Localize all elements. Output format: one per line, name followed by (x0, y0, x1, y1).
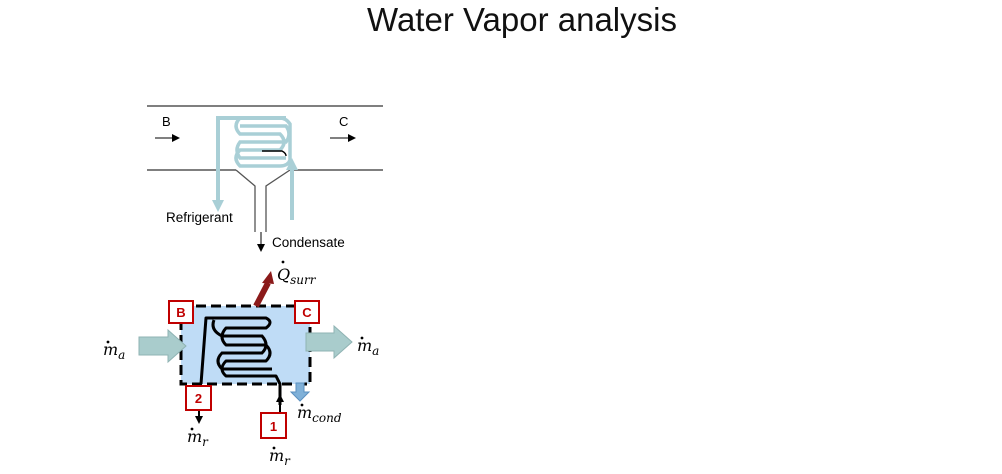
heat-loss-arrow (253, 281, 271, 308)
state-tag-1: 1 (260, 412, 287, 439)
state-tag-c: C (294, 300, 320, 324)
duct-label-b: B (162, 114, 171, 129)
svg-text:ma: ma (357, 336, 379, 358)
condensate-drain-arrow (289, 382, 311, 402)
refrigerant-outlet-pipe (212, 116, 286, 212)
label-m-a-in: ma (103, 340, 125, 362)
svg-text:mr: mr (269, 446, 291, 468)
svg-text:mr: mr (187, 427, 209, 449)
svg-text:mcond: mcond (297, 403, 342, 425)
page-title: Water Vapor analysis (367, 1, 677, 38)
label-m-r-out: mr (187, 427, 209, 449)
svg-text:2: 2 (195, 391, 202, 406)
label-m-r-in: mr (269, 446, 291, 468)
air-outlet-arrow (305, 324, 353, 360)
state-tag-2: 2 (185, 385, 212, 411)
cooling-coil (234, 116, 292, 168)
svg-text:C: C (302, 305, 312, 320)
label-m-cond: mcond (297, 403, 342, 425)
control-volume-diagram: B C 2 1 Qsurr ma ma mcond (103, 260, 379, 468)
condensate-label: Condensate (272, 235, 345, 250)
duct-schematic: B C Refrigerant Condensate (147, 105, 383, 252)
label-q-surr: Qsurr (277, 260, 317, 287)
refrigerant-label: Refrigerant (166, 210, 233, 225)
duct-label-c: C (339, 114, 348, 129)
svg-text:ma: ma (103, 340, 125, 362)
state-tag-b: B (168, 300, 194, 324)
svg-text:1: 1 (270, 419, 277, 434)
label-m-a-out: ma (357, 336, 379, 358)
drain-funnel (235, 169, 256, 232)
svg-text:B: B (176, 305, 185, 320)
svg-text:Qsurr: Qsurr (277, 265, 317, 287)
air-inlet-arrow (138, 328, 187, 364)
